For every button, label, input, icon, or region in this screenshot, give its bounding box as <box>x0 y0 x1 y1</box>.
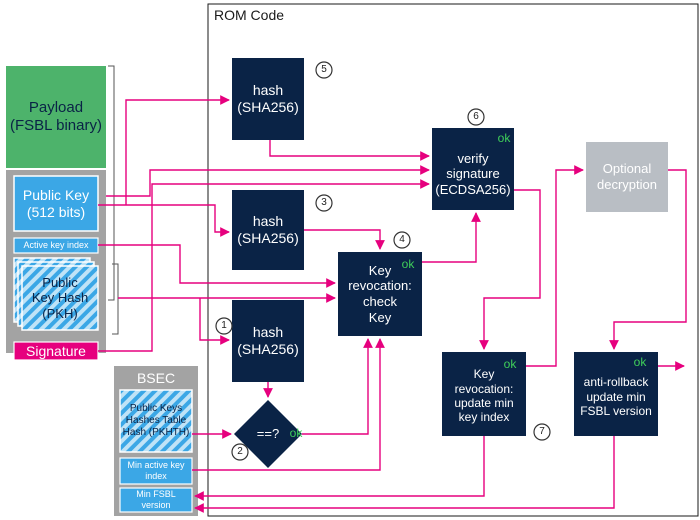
min-fsbl-version-label: Min FSBL version <box>136 489 176 510</box>
arrow-payload-hash <box>125 95 230 205</box>
arrow-hashmid-revocation <box>304 229 385 250</box>
hash-top-label: hash (SHA256) <box>237 82 299 115</box>
arrow-update-minkey <box>194 436 485 501</box>
revocation-check-label: Key revocation: check Key <box>348 262 412 325</box>
rom-code-title: ROM Code <box>214 6 285 23</box>
decryption-block <box>586 142 668 212</box>
ok-antirollback: ok <box>633 354 647 369</box>
antirollback-label: anti-rollback update min FSBL version <box>580 375 652 419</box>
hash-mid-block <box>232 190 304 270</box>
revocation-check-block <box>338 252 422 336</box>
step-circle-4 <box>393 231 411 249</box>
payload-label: Payload (FSBL binary) <box>10 99 102 134</box>
bracket-large <box>108 65 115 301</box>
arrow-activekey-revocation <box>98 244 336 288</box>
step-circle-2 <box>231 443 249 461</box>
arrow-revocation-verify <box>422 212 481 263</box>
verify-block <box>432 128 514 210</box>
antirollback-block <box>574 352 658 436</box>
step-circle-5 <box>315 61 333 79</box>
hash-low-block <box>232 300 304 382</box>
step-number-5: 5 <box>321 64 327 75</box>
compare-label: ==? <box>256 426 280 442</box>
payload-box <box>6 66 106 168</box>
hash-low-label: hash (SHA256) <box>237 324 299 357</box>
min-active-key-index-box <box>119 457 193 485</box>
bsec-title: BSEC <box>136 369 176 386</box>
arrow-update-decryption <box>526 165 584 367</box>
step-number-4: 4 <box>399 234 405 245</box>
step-number-3: 3 <box>321 197 327 208</box>
ok-compare: ok <box>289 425 303 440</box>
step-number-6: 6 <box>473 111 479 122</box>
revocation-update-block <box>442 352 526 436</box>
step-circle-6 <box>467 108 485 126</box>
compare-diamond <box>234 400 302 468</box>
ok-revocation-update: ok <box>503 356 517 371</box>
arrow-pkh-hashlow <box>199 298 230 345</box>
arrow-pubkey-verify <box>106 165 430 197</box>
decryption-label: Optional decryption <box>597 161 657 192</box>
step-number-7: 7 <box>539 426 545 437</box>
arrow-compare-revocation <box>302 338 373 435</box>
pkhth-label: Public Keys Hashes Table Hash (PKHTH) <box>122 403 190 438</box>
pkhth-box <box>119 389 193 453</box>
step-circle-1 <box>215 317 233 335</box>
step-number-1: 1 <box>221 320 227 331</box>
public-key-box <box>13 175 99 232</box>
header-caption: Header <box>33 362 79 379</box>
active-key-index-label: Active key index <box>23 240 89 251</box>
pkh-label: Public Key Hash (PKH) <box>31 274 89 321</box>
step-circle-3 <box>315 194 333 212</box>
arrow-minkey-revocation <box>192 338 385 471</box>
ok-revocation-check: ok <box>401 256 415 271</box>
hash-top-block <box>232 58 304 140</box>
verify-label: verify signature (ECDSA256) <box>435 150 511 197</box>
rom-code-frame <box>207 3 699 517</box>
arrow-signature-verify <box>98 179 430 352</box>
ok-verify: ok <box>497 130 511 145</box>
step-circle-7 <box>533 423 551 441</box>
arrow-antirollback-minfsbl <box>194 436 615 513</box>
arrow-decryption-antirollback <box>609 169 687 350</box>
pkh-stack-front <box>21 265 99 331</box>
arrow-hashtop-verify <box>269 140 430 161</box>
revocation-update-label: Key revocation: update min key index <box>454 367 514 425</box>
min-active-key-index-label: Min active key index <box>127 460 185 481</box>
signature-label: Signature <box>26 342 86 359</box>
hash-mid-label: hash (SHA256) <box>237 213 299 246</box>
public-key-label: Public Key (512 bits) <box>22 186 90 220</box>
arrow-pubkey-hash <box>98 204 230 237</box>
bracket-pkh <box>112 263 119 335</box>
min-fsbl-version-box <box>119 487 193 513</box>
arrow-verify-update <box>479 189 541 350</box>
step-number-2: 2 <box>237 446 243 457</box>
